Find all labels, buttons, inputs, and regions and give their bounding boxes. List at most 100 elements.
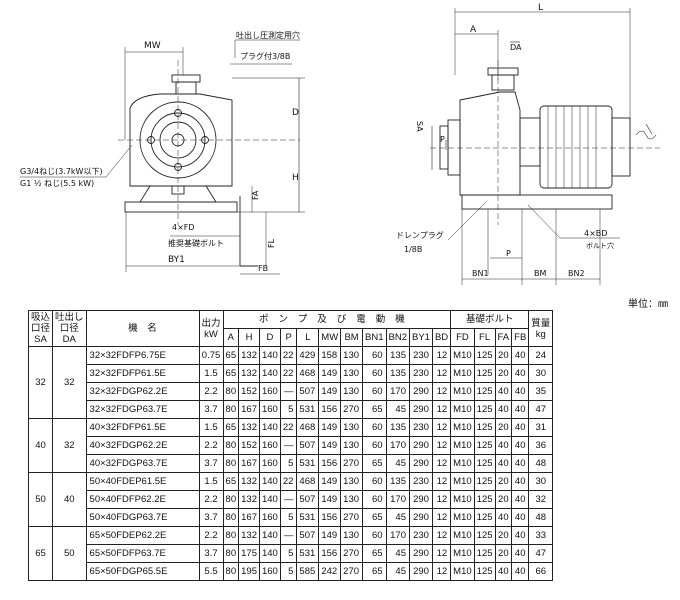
column-header: A [222,328,240,347]
value-cell: 12 [431,544,452,563]
value-cell: 230 [409,472,433,491]
value-cell: 12 [431,436,452,455]
outlet-note-line1: 吐出し圧測定用穴 [236,30,300,40]
value-cell: 40 [511,418,530,437]
value-cell: 40 [511,508,530,527]
value-cell: 132 [238,346,260,365]
value-cell: 40 [511,364,530,383]
value-cell: 40 [511,562,530,581]
value-cell: 12 [431,454,452,473]
value-cell: 290 [409,562,433,581]
model-cell: 40×32FDGP63.7E [85,454,200,473]
value-cell: 65 [222,418,240,437]
value-cell: 130 [340,418,364,437]
value-cell: 170 [385,436,411,455]
value-cell: 66 [528,562,554,581]
value-cell: 160 [258,400,281,419]
value-cell: 65 [222,364,240,383]
value-cell: 60 [362,364,387,383]
value-cell: 2.2 [198,526,224,545]
value-cell: 170 [385,490,411,509]
value-cell: 12 [431,364,452,383]
value-cell: 125 [473,436,496,455]
fl-dimension-label: FL [267,238,276,248]
value-cell: 40 [511,454,530,473]
value-cell: 160 [258,436,281,455]
da-cell: 32 [52,346,87,419]
model-cell: 40×32FDFP61.5E [85,418,200,437]
value-cell: 270 [340,562,364,581]
value-cell: 47 [528,400,554,419]
column-header: FA [494,328,513,347]
value-cell: 20 [494,544,513,563]
value-cell: 45 [385,544,411,563]
value-cell: 45 [385,508,411,527]
value-cell: 5 [279,508,298,527]
value-cell: 160 [258,382,281,401]
model-cell: 32×32FDGP62.2E [85,382,200,401]
value-cell: 175 [238,544,260,563]
value-cell: 12 [431,418,452,437]
value-cell: 60 [362,490,387,509]
value-cell: 125 [473,346,496,365]
drain-plug-size: 1/8B [404,245,422,254]
value-cell: 3.7 [198,454,224,473]
value-cell: 468 [296,418,320,437]
model-cell: 65×50FDEP62.2E [85,526,200,545]
value-cell: 22 [279,346,298,365]
value-cell: 130 [340,382,364,401]
value-cell: 40 [494,454,513,473]
value-cell: 20 [494,472,513,491]
value-cell: 1.5 [198,418,224,437]
value-cell: 149 [318,364,342,383]
value-cell: 130 [340,364,364,383]
fb-dimension-label: FB [258,264,268,273]
value-cell: 135 [385,346,411,365]
value-cell: 468 [296,472,320,491]
value-cell: 5.5 [198,562,224,581]
value-cell: 60 [362,346,387,365]
value-cell: 429 [296,346,320,365]
unit-note: 単位：㎜ [628,299,668,310]
column-header: BN2 [385,328,411,347]
value-cell: 40 [511,544,530,563]
value-cell: 156 [318,544,342,563]
value-cell: 5 [279,454,298,473]
value-cell: 156 [318,400,342,419]
column-header: BN1 [362,328,387,347]
value-cell: 135 [385,418,411,437]
value-cell: 35 [528,382,554,401]
value-cell: 2.2 [198,490,224,509]
value-cell: 65 [362,508,387,527]
l-dimension-label: L [538,3,543,13]
value-cell: 80 [222,382,240,401]
value-cell: 170 [385,526,411,545]
sa-cell: 50 [27,472,54,527]
value-cell: 40 [494,436,513,455]
value-cell: 3.7 [198,544,224,563]
value-cell: 585 [296,562,320,581]
value-cell: 160 [258,454,281,473]
value-cell: 40 [511,490,530,509]
model-cell: 32×32FDGP63.7E [85,400,200,419]
value-cell: 40 [511,346,530,365]
column-header: FL [473,328,496,347]
value-cell: 507 [296,490,320,509]
value-cell: 45 [385,562,411,581]
value-cell: 31 [528,418,554,437]
value-cell: M10 [450,562,475,581]
value-cell: 160 [258,508,281,527]
thread-note-line2: G1 ½ ねじ(5.5 kW) [20,179,94,188]
value-cell: 47 [528,544,554,563]
value-cell: 242 [318,562,342,581]
value-cell: 48 [528,508,554,527]
value-cell: M10 [450,382,475,401]
outlet-note-line2: プラグ付3/8B [240,51,290,61]
by1-dimension-label: BY1 [168,255,185,265]
